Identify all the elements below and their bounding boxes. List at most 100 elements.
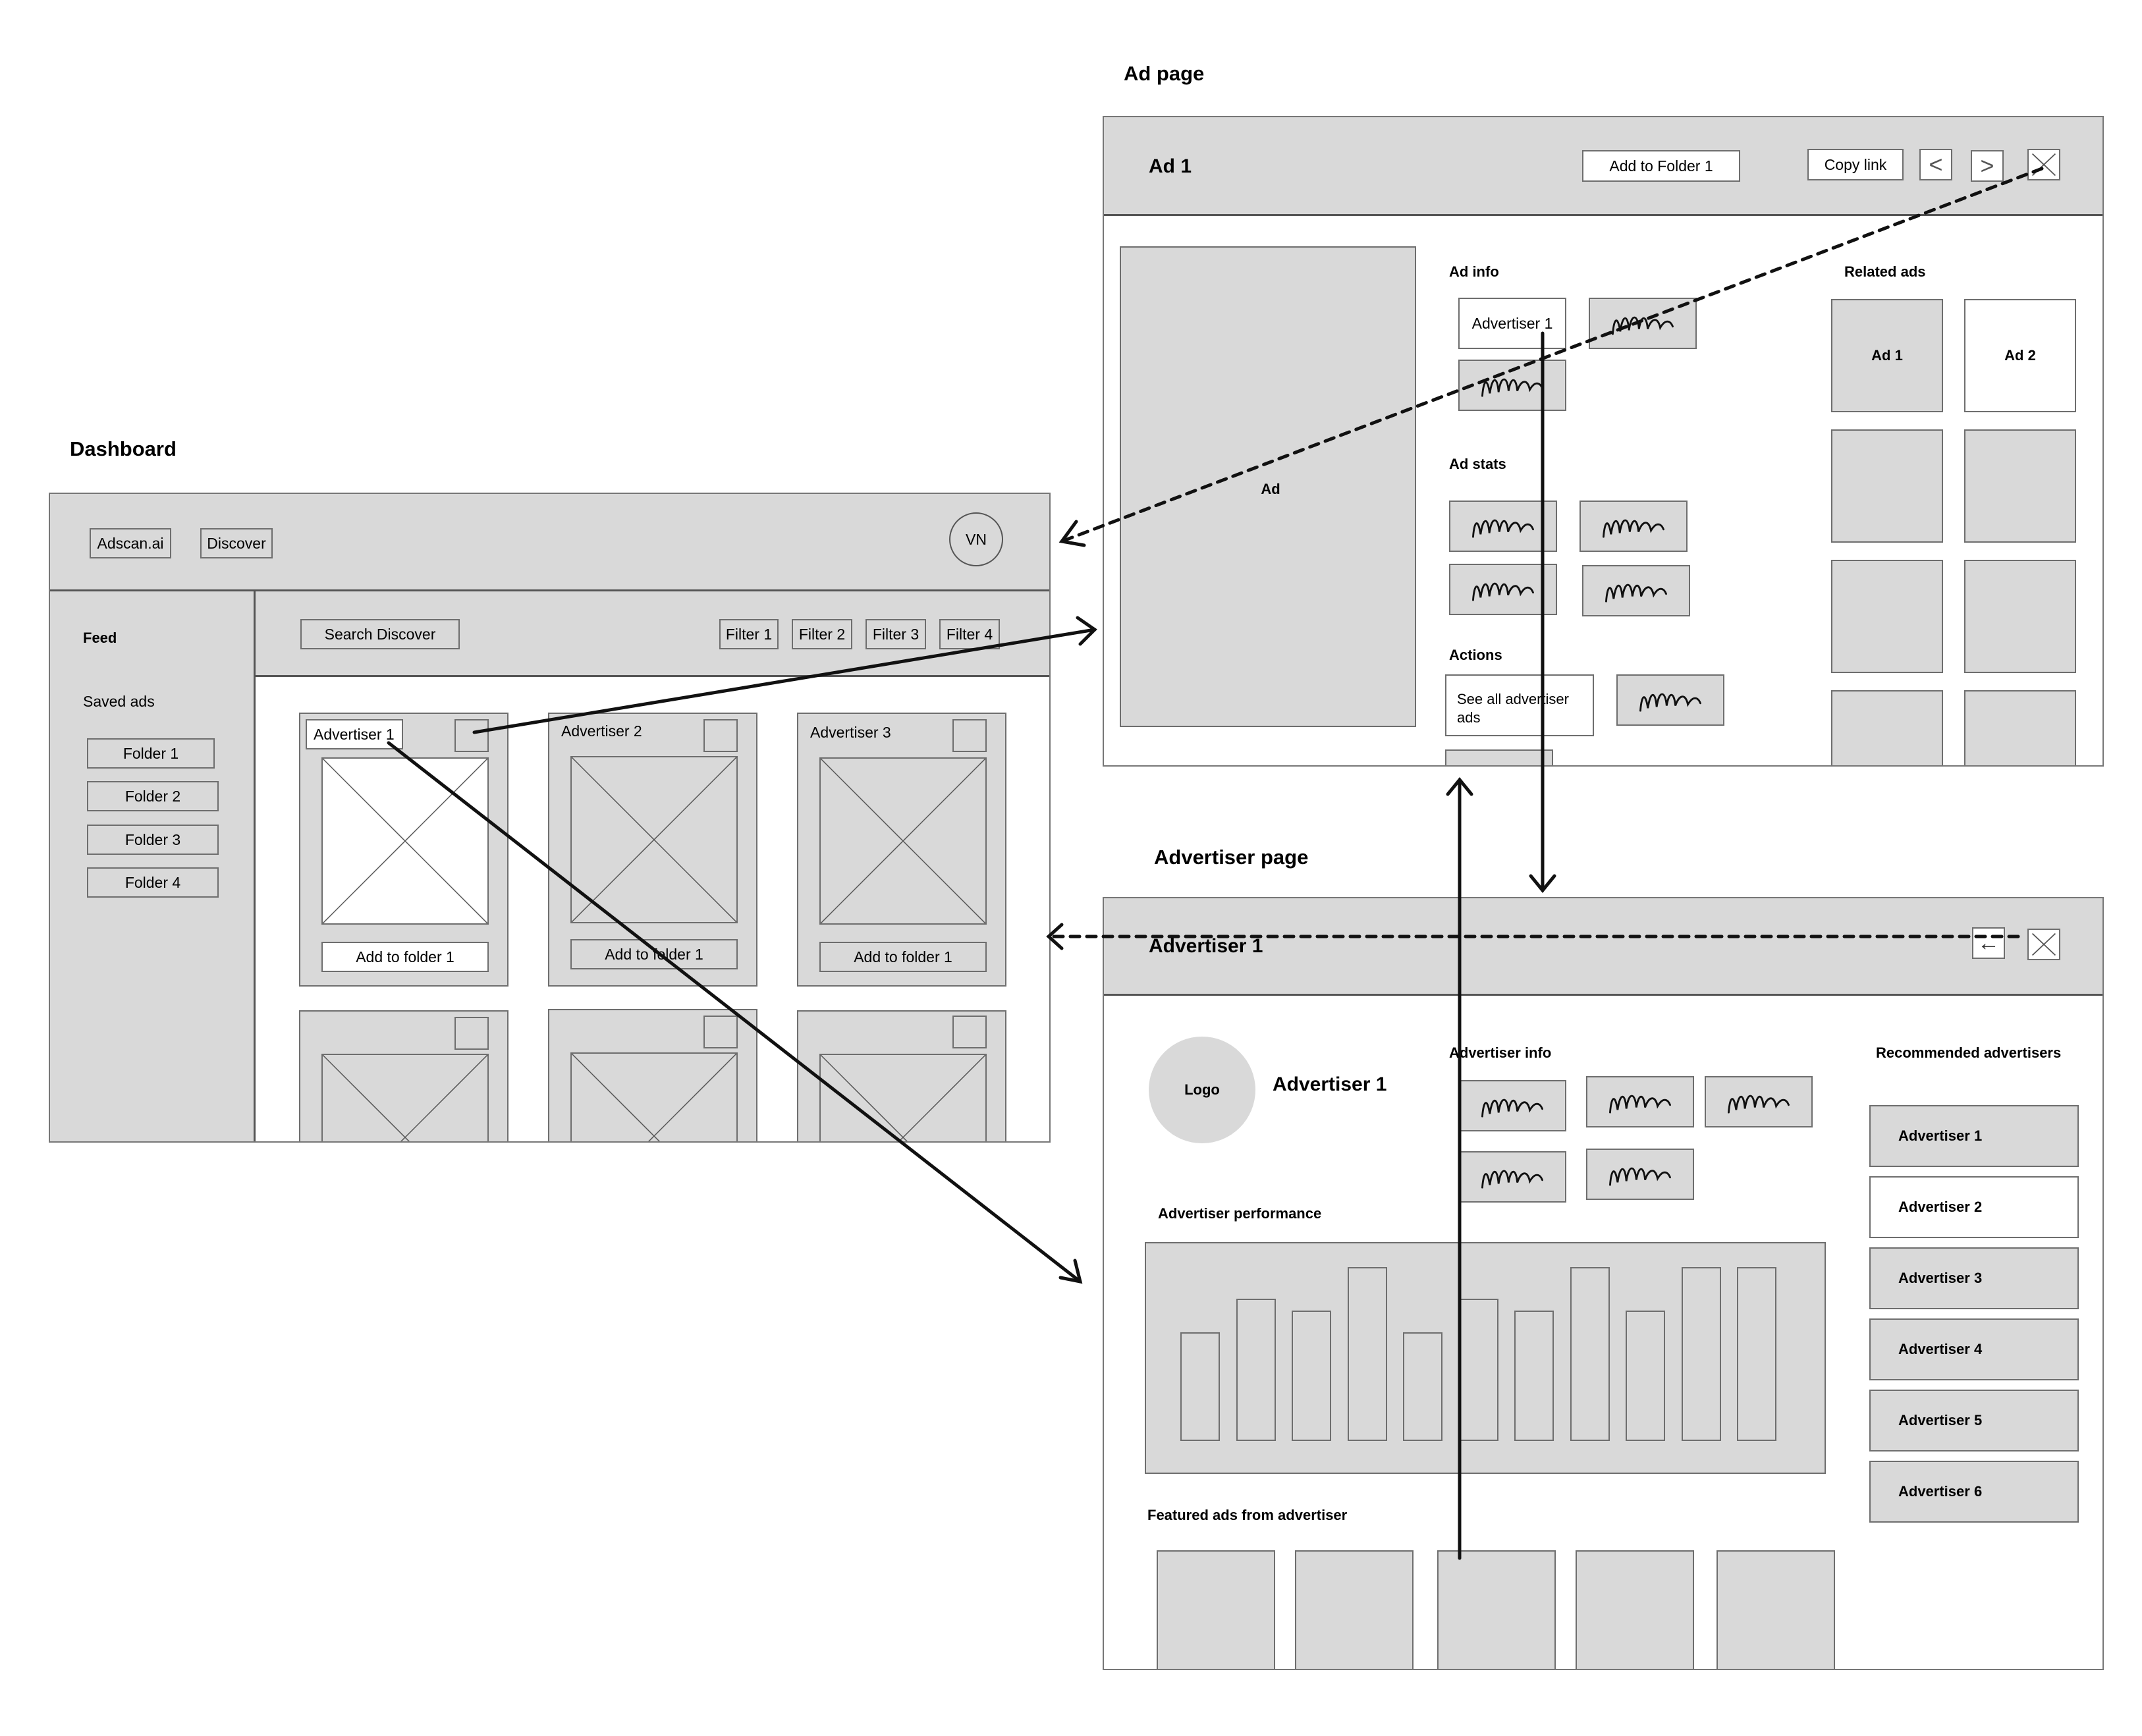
next-ad-button[interactable]: > [1971,150,2004,182]
squiggle-placeholder [1586,1076,1694,1127]
ad-page-frame-title: Ad page [1124,62,1205,85]
close-icon [2031,153,2056,176]
sidebar-folder-4[interactable]: Folder 4 [87,867,219,898]
discover-nav-button[interactable]: Discover [200,528,273,558]
ad-card[interactable]: Advertiser 2 Add to folder 1 [548,713,757,987]
related-ad-tile[interactable] [1964,429,2076,543]
performance-bar [1403,1332,1442,1441]
avatar[interactable]: VN [949,512,1003,566]
ad-image-placeholder [321,1054,489,1141]
chevron-left-icon: < [1929,151,1943,178]
performance-bar [1459,1299,1498,1441]
ad-image-placeholder [321,757,489,925]
featured-ad-tile[interactable] [1437,1550,1556,1669]
featured-ad-tile[interactable] [1295,1550,1414,1669]
squiggle-icon [1605,583,1667,603]
performance-bar [1348,1267,1387,1441]
related-ad-tile[interactable] [1964,560,2076,673]
ad-card-advertiser-link[interactable]: Advertiser 2 [561,722,642,740]
filter-1-button[interactable]: Filter 1 [719,619,779,649]
performance-bar [1292,1311,1331,1441]
squiggle-icon [1472,582,1534,601]
squiggle-placeholder [1449,564,1557,615]
ad-card-checkbox[interactable] [454,719,489,752]
close-button[interactable] [2027,149,2060,180]
ad-card[interactable]: Advertiser 1 Add to folder 1 [299,713,508,987]
sidebar-item-saved-ads[interactable]: Saved ads [83,693,155,710]
add-to-folder-button[interactable]: Add to Folder 1 [1582,150,1740,182]
recommended-advertiser-item[interactable]: Advertiser 3 [1869,1247,2079,1309]
recommended-advertiser-item[interactable]: Advertiser 2 [1869,1176,2079,1238]
filter-3-button[interactable]: Filter 3 [865,619,926,649]
performance-bar [1236,1299,1276,1441]
add-to-folder-button[interactable]: Add to folder 1 [570,939,738,969]
search-discover-input[interactable]: Search Discover [300,619,460,649]
add-to-folder-button[interactable]: Add to folder 1 [819,942,987,972]
related-ad-tile[interactable] [1964,690,2076,765]
ad-card-checkbox[interactable] [703,719,738,752]
add-to-folder-button[interactable]: Add to folder 1 [321,942,489,972]
recommended-advertiser-item[interactable]: Advertiser 5 [1869,1390,2079,1451]
squiggle-icon [1472,519,1534,538]
sidebar-folder-3[interactable]: Folder 3 [87,825,219,855]
squiggle-placeholder [1586,1149,1694,1200]
squiggle-icon [1728,1095,1790,1114]
related-ad-tile[interactable] [1831,560,1943,673]
squiggle-icon [1612,316,1674,335]
related-ad-tile[interactable]: Ad 1 [1831,299,1943,412]
squiggle-icon [1446,751,1552,767]
related-ad-tile[interactable]: Ad 2 [1964,299,2076,412]
ad-card-checkbox[interactable] [703,1016,738,1048]
related-ad-tile[interactable] [1831,429,1943,543]
ad-card-advertiser-link[interactable]: Advertiser 3 [810,723,891,741]
squiggle-placeholder [1579,501,1688,552]
advertiser-link[interactable]: Advertiser 1 [1458,298,1566,349]
recommended-advertisers-heading: Recommended advertisers [1876,1044,2062,1061]
performance-bar [1180,1332,1220,1441]
sidebar-folder-1[interactable]: Folder 1 [87,738,215,769]
featured-ad-tile[interactable] [1716,1550,1835,1669]
recommended-advertiser-item[interactable]: Advertiser 4 [1869,1318,2079,1380]
close-button[interactable] [2027,929,2060,960]
ad-label: Ad [1261,481,1280,497]
featured-ad-tile[interactable] [1157,1550,1275,1669]
ad-card[interactable] [548,1009,757,1141]
ad-card-checkbox[interactable] [454,1017,489,1050]
squiggle-placeholder [1582,565,1690,616]
sidebar-item-feed[interactable]: Feed [83,630,117,646]
ad-page-header: Ad 1 Add to Folder 1 Copy link < > [1104,117,2102,216]
ad-image-placeholder [819,757,987,925]
discover-toolbar: Search Discover Filter 1 Filter 2 Filter… [256,591,1049,677]
filter-2-button[interactable]: Filter 2 [792,619,852,649]
squiggle-placeholder [1458,360,1566,411]
filter-4-button[interactable]: Filter 4 [939,619,1000,649]
ad-card-checkbox[interactable] [952,1016,987,1048]
recommended-advertiser-item[interactable]: Advertiser 1 [1869,1105,2079,1167]
squiggle-icon [1609,1167,1671,1186]
back-button[interactable]: ← [1972,927,2005,959]
dashboard-frame: Adscan.ai Discover VN Feed Saved ads Fol… [49,493,1051,1143]
logo-button[interactable]: Adscan.ai [90,528,171,558]
ad-image-placeholder [819,1054,987,1141]
related-ad-tile[interactable] [1831,690,1943,765]
see-all-advertiser-ads-button[interactable]: See all advertiser ads [1445,674,1594,736]
ad-card[interactable]: Advertiser 3 Add to folder 1 [797,713,1006,987]
ad-card[interactable] [797,1010,1006,1141]
squiggle-icon [1603,519,1664,538]
squiggle-placeholder [1458,1151,1566,1203]
copy-link-button[interactable]: Copy link [1807,149,1904,180]
featured-ad-tile[interactable] [1576,1550,1694,1669]
ad-image-placeholder [570,756,738,923]
recommended-advertiser-item[interactable]: Advertiser 6 [1869,1461,2079,1523]
ad-card[interactable] [299,1010,508,1141]
squiggle-icon [1481,1099,1543,1118]
previous-ad-button[interactable]: < [1919,149,1952,180]
advertiser-info-heading: Advertiser info [1449,1044,1552,1061]
chevron-right-icon: > [1980,152,1994,179]
sidebar-folder-2[interactable]: Folder 2 [87,781,219,811]
ad-card-advertiser-link[interactable]: Advertiser 1 [306,719,403,749]
ad-page-frame: Ad 1 Add to Folder 1 Copy link < > Ad Ad… [1103,116,2104,767]
squiggle-icon [1481,1170,1543,1189]
squiggle-icon [1481,378,1543,397]
ad-card-checkbox[interactable] [952,719,987,752]
